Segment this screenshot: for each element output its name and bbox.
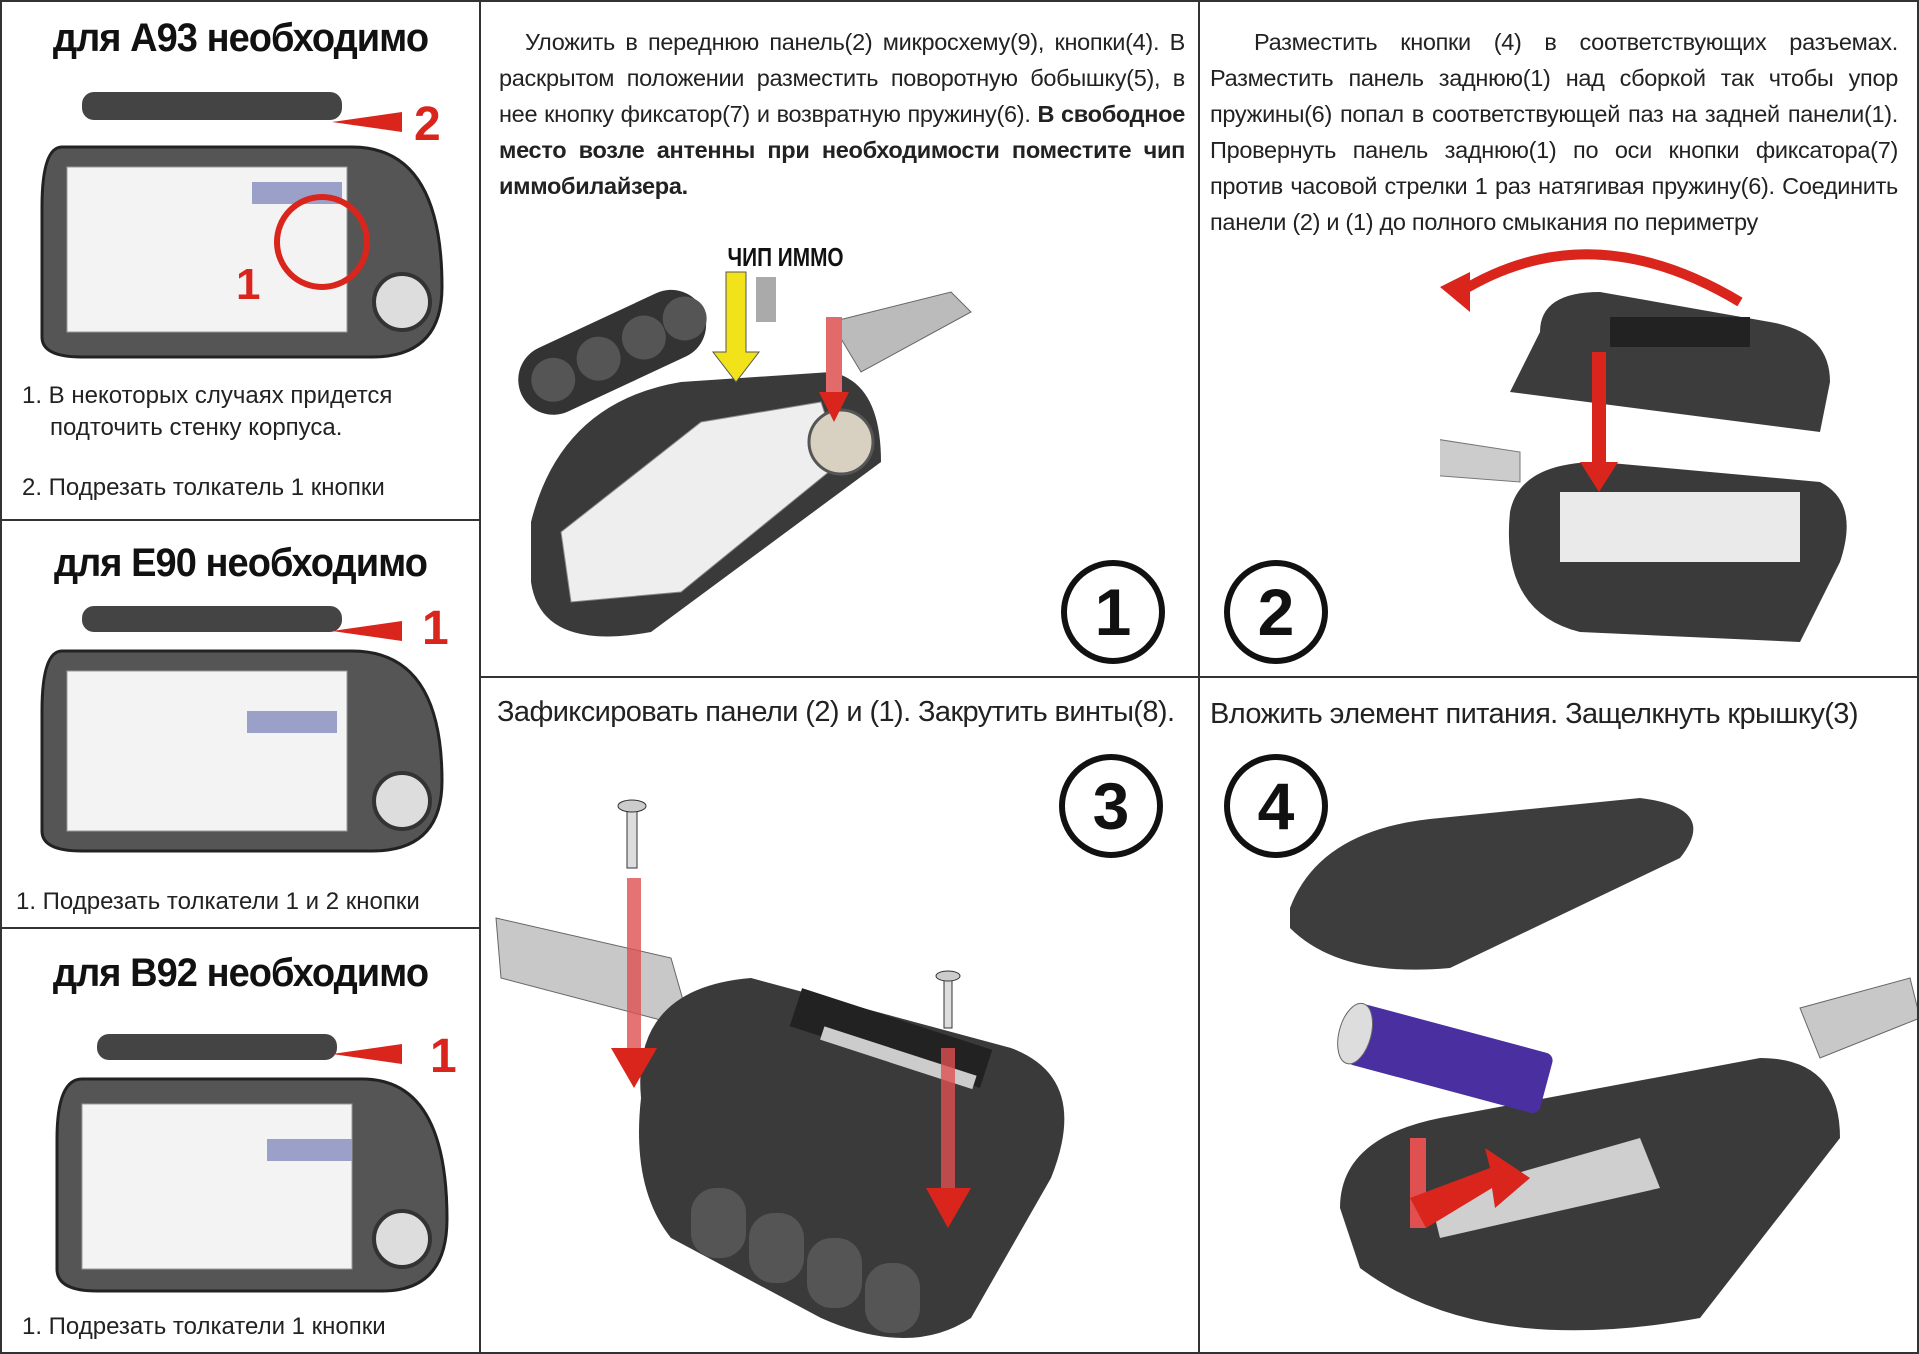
step-2-text: Разместить кнопки (4) в соответствующих …	[1210, 29, 1898, 235]
step-2-number: 2	[1224, 560, 1328, 664]
step-1-panel: Уложить в переднюю панель(2) микросхему(…	[479, 0, 1200, 678]
step-1-illustration	[518, 271, 972, 637]
note-a93-1: 1. В некоторых случаях придется подточит…	[22, 382, 393, 441]
step-4-number: 4	[1224, 754, 1328, 858]
step-3-text: Зафиксировать панели (2) и (1). Закрутит…	[497, 696, 1175, 728]
step-4-text: Вложить элемент питания. Защелкнуть крыш…	[1210, 698, 1858, 730]
heading-a93: для A93 необходимо	[52, 16, 429, 60]
marker-1: 1	[430, 1030, 457, 1083]
step-1-text: Уложить в переднюю панель(2) микросхему(…	[499, 24, 1185, 204]
step-1-instructions: Уложить в переднюю панель(2) микросхему(…	[499, 29, 1185, 127]
fob-e90-illustration	[40, 606, 444, 853]
fob-b92-illustration	[55, 1034, 449, 1293]
note-a93-2: 2. Подрезать толкатель 1 кнопки	[22, 474, 385, 501]
panel-e90: для E90 необходимо 1 1. Подрезать толкат…	[0, 519, 481, 929]
step-3-number: 3	[1059, 754, 1163, 858]
step-1-bold-note: В свободное место возле антенны при необ…	[499, 101, 1185, 199]
note-b92-1: 1. Подрезать толкатели 1 кнопки	[22, 1313, 386, 1340]
heading-b92: для B92 необходимо	[52, 951, 429, 995]
step-2-panel: Разместить кнопки (4) в соответствующих …	[1198, 0, 1919, 678]
marker-1: 1	[236, 260, 261, 309]
chip-immo-label: ЧИП ИММО	[727, 242, 844, 272]
step-2-illustration	[1440, 249, 1847, 642]
panel-b92: для B92 необходимо 1 1. Подрезать толкат…	[0, 927, 481, 1354]
step-4-illustration	[1290, 798, 1917, 1331]
step-4-panel: Вложить элемент питания. Защелкнуть крыш…	[1198, 676, 1919, 1354]
step-1-number: 1	[1061, 560, 1165, 664]
marker-1: 1	[422, 602, 449, 655]
fob-a93-illustration	[40, 92, 444, 359]
panel-a93: для A93 необходимо 2 1 1. В некоторых сл…	[0, 0, 481, 521]
step-3-panel: Зафиксировать панели (2) и (1). Закрутит…	[479, 676, 1200, 1354]
heading-e90: для E90 необходимо	[53, 541, 428, 585]
note-e90-1: 1. Подрезать толкатели 1 и 2 кнопки	[16, 888, 420, 915]
marker-2: 2	[414, 98, 441, 151]
step-3-illustration	[495, 799, 1065, 1338]
